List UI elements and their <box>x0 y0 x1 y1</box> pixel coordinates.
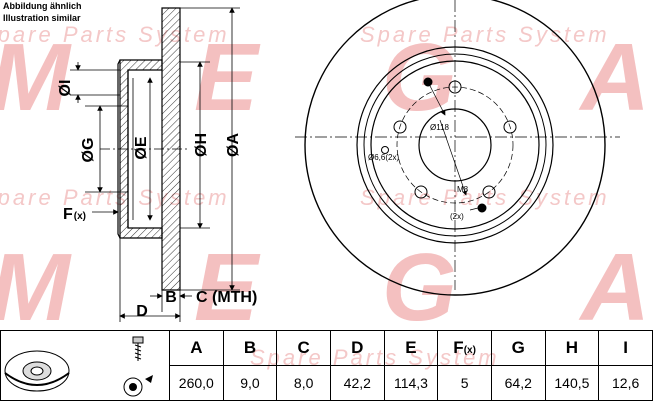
label-D: D <box>136 303 148 320</box>
torque-pictogram <box>123 375 153 397</box>
label-F-sub: (x) <box>74 211 86 222</box>
screw-pictogram <box>132 336 144 361</box>
cross-section <box>100 7 190 291</box>
label-A: ØA <box>225 133 242 157</box>
value-I: 12,6 <box>598 365 653 401</box>
header-D: D <box>329 330 385 366</box>
value-F: 5 <box>437 365 492 401</box>
spec-table: A B C D E F(x) G H I 260,0 9,0 8,0 42,2 … <box>0 330 653 401</box>
header-F-main: F <box>453 338 464 357</box>
label-F-main: F <box>63 206 73 223</box>
front-view <box>295 0 620 296</box>
label-H: ØH <box>193 133 210 157</box>
stud-hole <box>448 80 462 94</box>
stud-hole <box>393 120 407 134</box>
label-F: F(x) <box>63 206 86 223</box>
header-F-sub: (x) <box>463 345 476 356</box>
label-I: ØI <box>57 80 74 97</box>
label-C: C (MTH) <box>196 289 257 306</box>
header-G: G <box>490 330 546 366</box>
value-C: 8,0 <box>276 365 331 401</box>
disc-outer-edge <box>304 0 606 296</box>
label-pcd: Ø118 <box>430 123 450 132</box>
note-german: Abbildung ähnlich <box>3 1 82 11</box>
header-I: I <box>598 330 653 366</box>
label-G: ØG <box>80 138 97 163</box>
value-B: 9,0 <box>222 365 278 401</box>
centre-bore <box>418 108 492 182</box>
value-D: 42,2 <box>329 365 385 401</box>
stud-hole <box>482 185 496 199</box>
disc-pictogram <box>4 336 153 397</box>
table-icon-cell <box>0 330 170 401</box>
label-E: ØE <box>133 136 150 159</box>
label-screw: M8 <box>457 185 469 194</box>
technical-drawing: ØI ØG ØE ØH ØA F(x) B C (MTH) D <box>57 0 620 322</box>
stud-hole <box>414 185 428 199</box>
hat-face <box>370 60 540 230</box>
header-H: H <box>544 330 600 366</box>
header-C: C <box>276 330 331 366</box>
value-E: 114,3 <box>383 365 439 401</box>
dimension-lines <box>70 7 240 322</box>
friction-ring-inner <box>356 46 554 244</box>
label-screw-count: (2x) <box>450 212 464 221</box>
hat-outer <box>363 53 547 237</box>
header-E: E <box>383 330 439 366</box>
header-F: F(x) <box>437 330 492 366</box>
header-A: A <box>169 330 224 366</box>
value-G: 64,2 <box>490 365 546 401</box>
value-H: 140,5 <box>544 365 600 401</box>
stud-hole <box>503 120 517 134</box>
value-A: 260,0 <box>169 365 224 401</box>
stud-holes <box>393 80 517 199</box>
pcd-circle <box>396 86 514 204</box>
note-english: Illustration similar <box>3 13 81 23</box>
label-holes: Ø6,6(2x) <box>368 153 399 162</box>
label-B: B <box>165 289 177 306</box>
header-B: B <box>222 330 278 366</box>
